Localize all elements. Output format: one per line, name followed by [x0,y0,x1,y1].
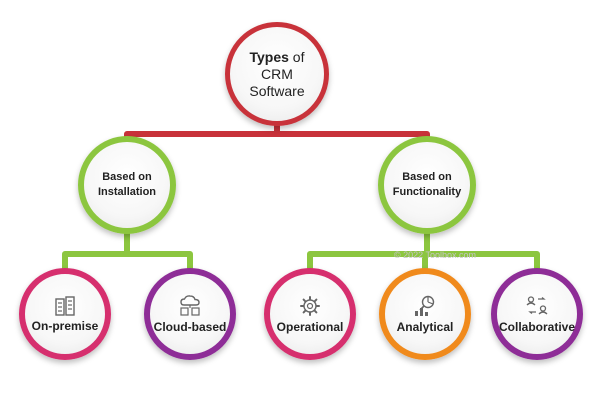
branch-functionality-line1: Based on [402,171,452,183]
root-title-line1: Types of [249,49,304,66]
leaf-node-operational: Operational [264,268,356,360]
gear-icon [300,295,320,316]
connector-root [124,123,430,163]
root-title-line2: CRM [261,65,293,82]
connector-installation [62,229,193,275]
root-title-rest: of [288,48,305,65]
analytics-icon [415,295,435,316]
cloud-server-icon [180,294,200,316]
root-title-line3: Software [249,82,305,99]
leaf-label-collaborative: Collaborative [498,319,576,334]
branch-installation-line1: Based on [102,171,152,183]
branch-node-installation: Based on Installation [78,136,176,234]
leaf-node-collaborative: Collaborative [491,268,583,360]
leaf-node-analytical: Analytical [379,268,471,360]
root-node-types-of-crm: Types of CRM Software [225,22,329,126]
watermark-text: © 2022 Toolbox.com [394,250,477,260]
branch-functionality-line2: Functionality [392,186,462,198]
leaf-label-cloud-based: Cloud-based [153,319,227,334]
branch-installation-line2: Installation [97,186,157,198]
leaf-label-analytical: Analytical [396,319,454,334]
root-title-bold: Types [249,48,289,65]
people-exchange-icon [526,295,548,314]
leaf-label-operational: Operational [276,319,344,334]
leaf-node-cloud-based: Cloud-based [144,268,236,360]
leaf-node-on-premise: On-premise [19,268,111,360]
server-rack-icon [55,295,75,316]
branch-node-functionality: Based on Functionality [378,136,476,234]
leaf-label-on-premise: On-premise [31,318,99,333]
